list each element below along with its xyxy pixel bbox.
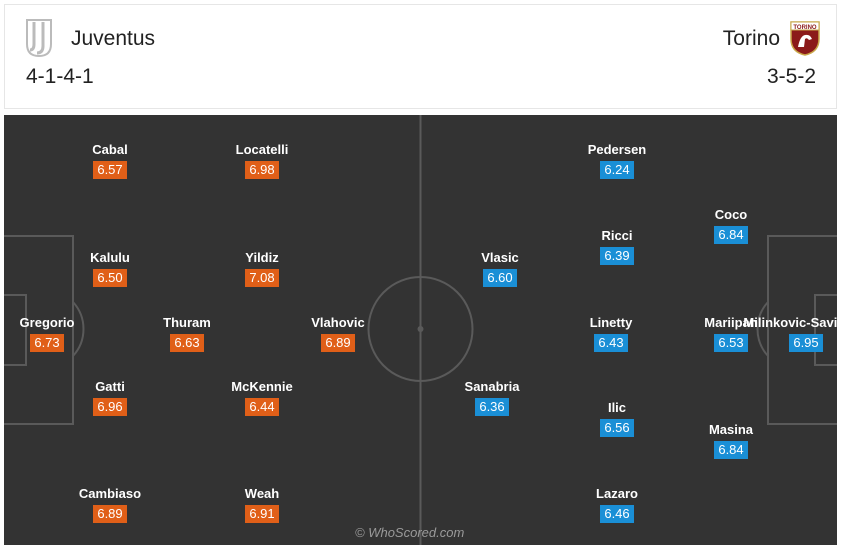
player-rating: 6.57: [93, 161, 127, 179]
pitch-markings: [4, 115, 837, 545]
away-formation: 3-5-2: [766, 65, 816, 88]
player-rating: 6.63: [170, 334, 204, 352]
player-name: Gatti: [95, 379, 125, 394]
player-vlasic[interactable]: Vlasic 6.60: [450, 250, 550, 287]
player-yildiz[interactable]: Yildiz 7.08: [212, 250, 312, 287]
player-name: Mariipan: [704, 315, 758, 330]
player-rating: 6.39: [600, 247, 634, 265]
player-name: Cabal: [92, 142, 128, 157]
away-team-name[interactable]: Torino: [722, 27, 780, 50]
player-mariipan[interactable]: Mariipan 6.53: [681, 315, 781, 352]
home-team-name[interactable]: Juventus: [71, 27, 156, 50]
player-name: Cambiaso: [78, 486, 142, 501]
player-rating: 6.36: [475, 398, 509, 416]
player-rating: 6.56: [600, 419, 634, 437]
player-rating: 6.89: [321, 334, 355, 352]
player-gregorio[interactable]: Gregorio 6.73: [4, 315, 97, 352]
player-lazaro[interactable]: Lazaro 6.46: [567, 486, 667, 523]
player-rating: 6.84: [714, 226, 748, 244]
player-rating: 6.73: [30, 334, 64, 352]
whoscored-watermark: © WhoScored.com: [355, 525, 465, 540]
player-mckennie[interactable]: McKennie 6.44: [212, 379, 312, 416]
player-name: Coco: [714, 207, 748, 222]
juventus-crest-icon: [26, 19, 52, 58]
player-name: Ilic: [607, 400, 627, 415]
pitch: Cabal 6.57 Locatelli 6.98 Kalulu 6.50 Yi…: [4, 115, 837, 545]
player-rating: 6.89: [93, 505, 127, 523]
player-pedersen[interactable]: Pedersen 6.24: [567, 142, 667, 179]
player-milinkovic-savic[interactable]: Milinkovic-Savic 6.95: [704, 315, 837, 352]
player-rating: 6.53: [714, 334, 748, 352]
player-rating: 6.60: [483, 269, 517, 287]
player-ilic[interactable]: Ilic 6.56: [567, 400, 667, 437]
torino-crest-text: TORINO: [793, 25, 817, 31]
player-rating: 6.98: [245, 161, 279, 179]
player-name: Linetty: [589, 315, 633, 330]
player-rating: 6.84: [714, 441, 748, 459]
player-name: Vlahovic: [311, 315, 365, 330]
player-rating: 7.08: [245, 269, 279, 287]
player-vlahovic[interactable]: Vlahovic 6.89: [288, 315, 388, 352]
player-name: Yildiz: [245, 250, 279, 265]
player-rating: 6.95: [789, 334, 823, 352]
player-name: Thuram: [163, 315, 211, 330]
player-sanabria[interactable]: Sanabria 6.36: [442, 379, 542, 416]
player-kalulu[interactable]: Kalulu 6.50: [60, 250, 160, 287]
player-rating: 6.91: [245, 505, 279, 523]
player-name: Locatelli: [235, 142, 289, 157]
player-name: Weah: [244, 486, 280, 501]
player-rating: 6.44: [245, 398, 279, 416]
player-name: Sanabria: [464, 379, 520, 394]
player-masina[interactable]: Masina 6.84: [681, 422, 781, 459]
player-gatti[interactable]: Gatti 6.96: [60, 379, 160, 416]
player-rating: 6.96: [93, 398, 127, 416]
player-name: McKennie: [231, 379, 293, 394]
player-rating: 6.24: [600, 161, 634, 179]
home-formation: 4-1-4-1: [26, 65, 94, 88]
player-name: Pedersen: [587, 142, 647, 157]
player-thuram[interactable]: Thuram 6.63: [137, 315, 237, 352]
player-linetty[interactable]: Linetty 6.43: [561, 315, 661, 352]
player-name: Milinkovic-Savic: [743, 315, 837, 330]
player-cabal[interactable]: Cabal 6.57: [60, 142, 160, 179]
match-header: Juventus 4-1-4-1 Torino TORINO 3-5-2: [4, 4, 837, 109]
player-rating: 6.46: [600, 505, 634, 523]
player-coco[interactable]: Coco 6.84: [681, 207, 781, 244]
player-name: Kalulu: [90, 250, 130, 265]
player-cambiaso[interactable]: Cambiaso 6.89: [60, 486, 160, 523]
player-name: Lazaro: [596, 486, 638, 501]
torino-crest-icon: TORINO: [790, 21, 820, 56]
player-weah[interactable]: Weah 6.91: [212, 486, 312, 523]
player-ricci[interactable]: Ricci 6.39: [567, 228, 667, 265]
player-name: Masina: [708, 422, 754, 437]
player-name: Gregorio: [19, 315, 75, 330]
player-name: Ricci: [601, 228, 633, 243]
player-locatelli[interactable]: Locatelli 6.98: [212, 142, 312, 179]
player-name: Vlasic: [481, 250, 519, 265]
player-rating: 6.50: [93, 269, 127, 287]
player-rating: 6.43: [594, 334, 628, 352]
